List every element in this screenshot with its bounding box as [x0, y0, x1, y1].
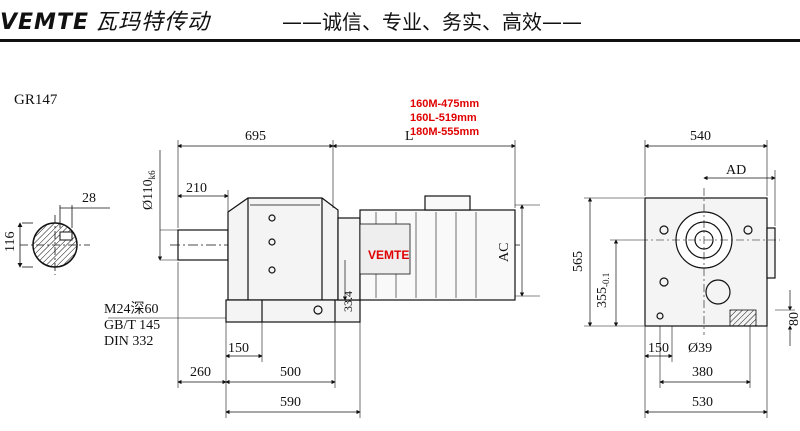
dim-150-side: 150 [228, 341, 249, 356]
dim-L: L [405, 129, 414, 144]
motor-length-160l: 160L-519mm [410, 112, 477, 124]
dim-116: 116 [3, 232, 18, 252]
dim-530: 530 [692, 395, 713, 410]
note-standard-din: DIN 332 [104, 334, 153, 349]
note-standard-gb: GB/T 145 [104, 318, 160, 333]
dim-33-4: 33.4 [341, 291, 355, 312]
dim-28: 28 [82, 191, 96, 206]
shaft-section-view [17, 205, 110, 275]
dim-80: 80 [787, 312, 800, 326]
dim-695: 695 [245, 129, 266, 144]
front-view [584, 140, 795, 418]
dim-39: Ø39 [688, 341, 712, 356]
brand-name-cn: 瓦玛特传动 [94, 10, 210, 35]
dim-540: 540 [690, 129, 711, 144]
dim-AD: AD [726, 163, 746, 178]
watermark: VEMTE [368, 248, 409, 262]
dim-500: 500 [280, 365, 301, 380]
slogan: ——诚信、专业、务实、高效—— [282, 10, 582, 34]
model-label: GR147 [14, 92, 58, 108]
dim-380: 380 [692, 365, 713, 380]
side-view [108, 140, 540, 418]
dim-590: 590 [280, 395, 301, 410]
brand-name: VEMTE [0, 10, 89, 35]
dim-355: 355-0.1 [595, 273, 611, 308]
dim-565: 565 [571, 251, 586, 272]
dim-110: Ø110k6 [141, 170, 157, 210]
note-thread: M24深60 [104, 301, 158, 317]
dim-AC: AC [497, 243, 512, 262]
motor-length-180m: 180M-555mm [410, 126, 479, 138]
dim-210: 210 [186, 181, 207, 196]
header-rule [0, 39, 800, 42]
dim-260: 260 [190, 365, 211, 380]
dim-150-front: 150 [648, 341, 669, 356]
motor-length-160m: 160M-475mm [410, 98, 479, 110]
